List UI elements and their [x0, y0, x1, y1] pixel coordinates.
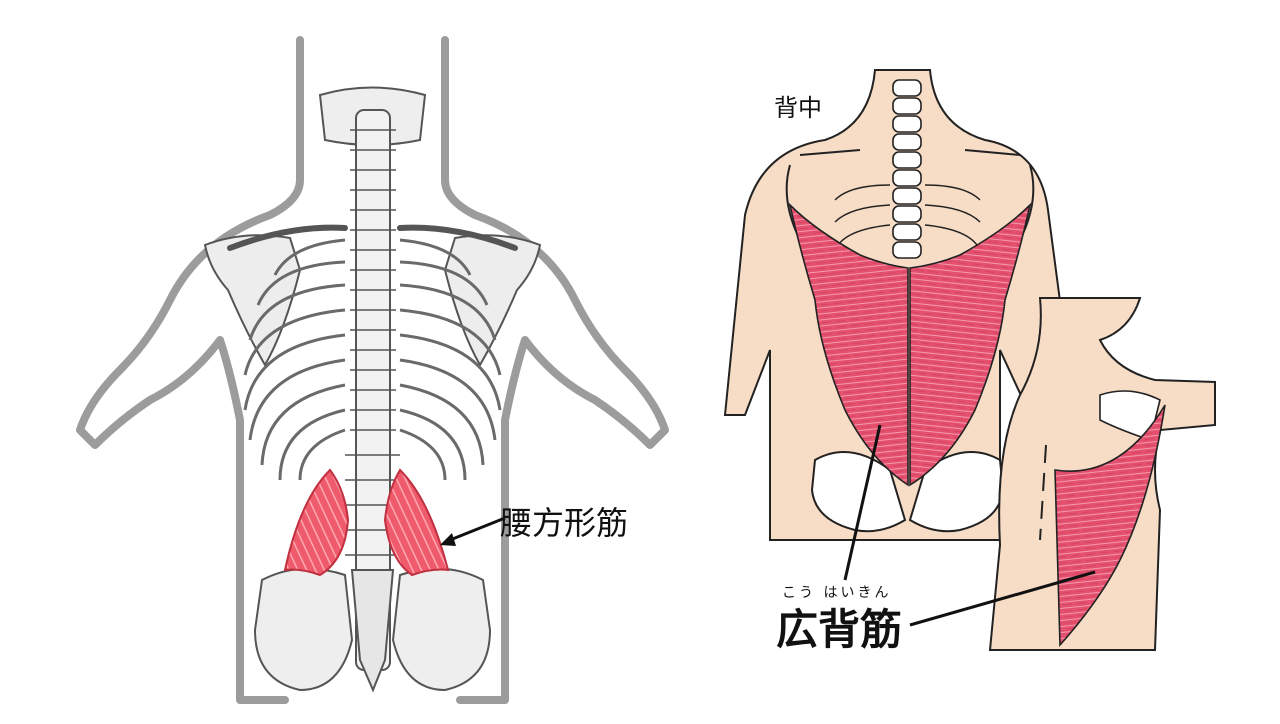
quadratus-pointer-arrowhead — [440, 533, 456, 546]
quadratus-lumborum-label: 腰方形筋 — [500, 504, 629, 542]
rib-cage — [243, 238, 502, 481]
latissimus-dorsi-label: 広背筋 — [776, 605, 903, 654]
latissimus-dorsi-right — [909, 202, 1032, 487]
quadratus-lumborum-right — [383, 468, 450, 577]
right-lat-figure — [723, 69, 1216, 651]
sacrum — [350, 569, 395, 693]
side-view-latissimus — [1054, 404, 1166, 648]
clavicles — [227, 224, 518, 251]
lat-pointer-line-side — [909, 570, 1096, 627]
side-view-spine-dashes — [1039, 444, 1047, 541]
lat-pointer-line-main — [843, 424, 882, 581]
quadratus-lumborum-left — [283, 468, 350, 577]
left-skeleton-figure — [76, 36, 669, 704]
back-region-label: 背中 — [774, 94, 822, 122]
scapulae-outline — [785, 149, 1035, 241]
upper-ribs — [834, 184, 981, 246]
spine — [345, 109, 400, 671]
latissimus-dorsi-left — [788, 202, 909, 487]
body-silhouette — [76, 36, 669, 704]
quadratus-pointer-line — [449, 516, 506, 542]
latissimus-furigana: こう はいきん — [782, 585, 892, 601]
cervical-vertebrae — [892, 79, 922, 259]
